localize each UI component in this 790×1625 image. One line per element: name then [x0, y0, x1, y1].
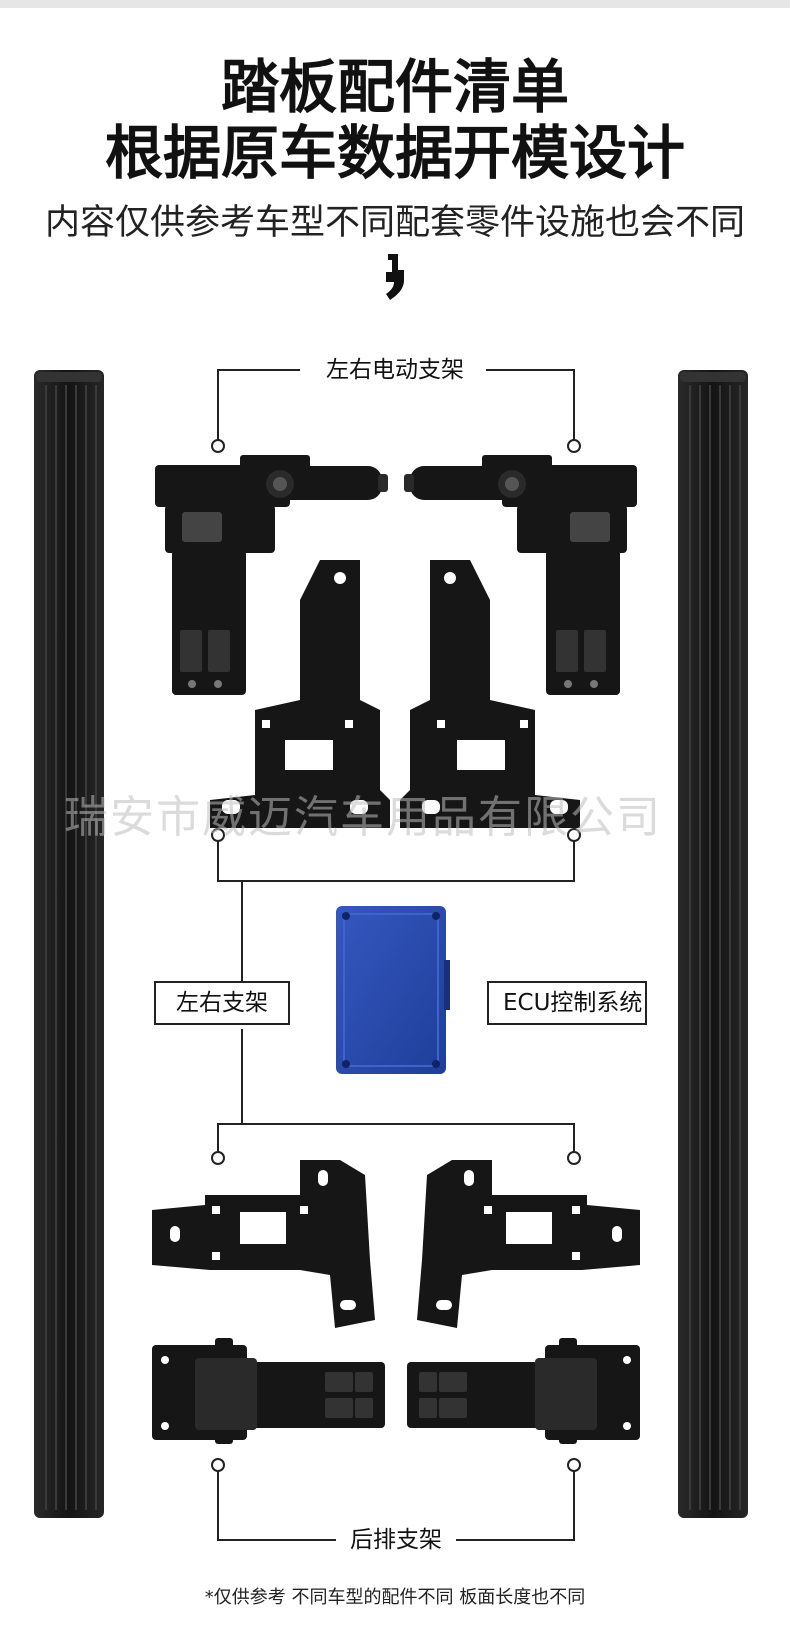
right-mount-plate — [400, 560, 580, 828]
callout-rear-brackets — [211, 1458, 581, 1541]
label-rear-brackets: 后排支架 — [338, 1525, 454, 1555]
page-title-line2: 根据原车数据开模设计 — [104, 119, 685, 187]
rear-left-hinge — [152, 1338, 385, 1444]
left-electric-bracket — [155, 455, 388, 695]
right-electric-bracket — [404, 455, 637, 695]
label-lr-brackets: 左右支架 — [154, 981, 290, 1025]
ecu-unit — [336, 906, 450, 1074]
footer-note: *仅供参考 不同车型的配件不同 板面长度也不同 — [204, 1587, 586, 1608]
lower-right-bracket — [417, 1160, 640, 1328]
left-mount-plate — [210, 560, 390, 828]
hook-decoration-icon — [386, 254, 404, 300]
page-subtitle: 内容仅供参考车型不同配套零件设施也会不同 — [44, 203, 745, 243]
right-running-board — [678, 370, 748, 1518]
left-running-board — [34, 370, 104, 1518]
lower-left-bracket — [152, 1160, 375, 1328]
rear-right-hinge — [407, 1338, 640, 1444]
callout-electric-brackets — [211, 369, 581, 453]
label-electric-brackets: 左右电动支架 — [310, 355, 480, 385]
callout-lr-brackets — [211, 828, 581, 1165]
label-ecu-system: ECU控制系统 — [487, 981, 647, 1025]
page-title: 踏板配件清单 — [220, 53, 569, 121]
top-strip — [0, 0, 790, 8]
